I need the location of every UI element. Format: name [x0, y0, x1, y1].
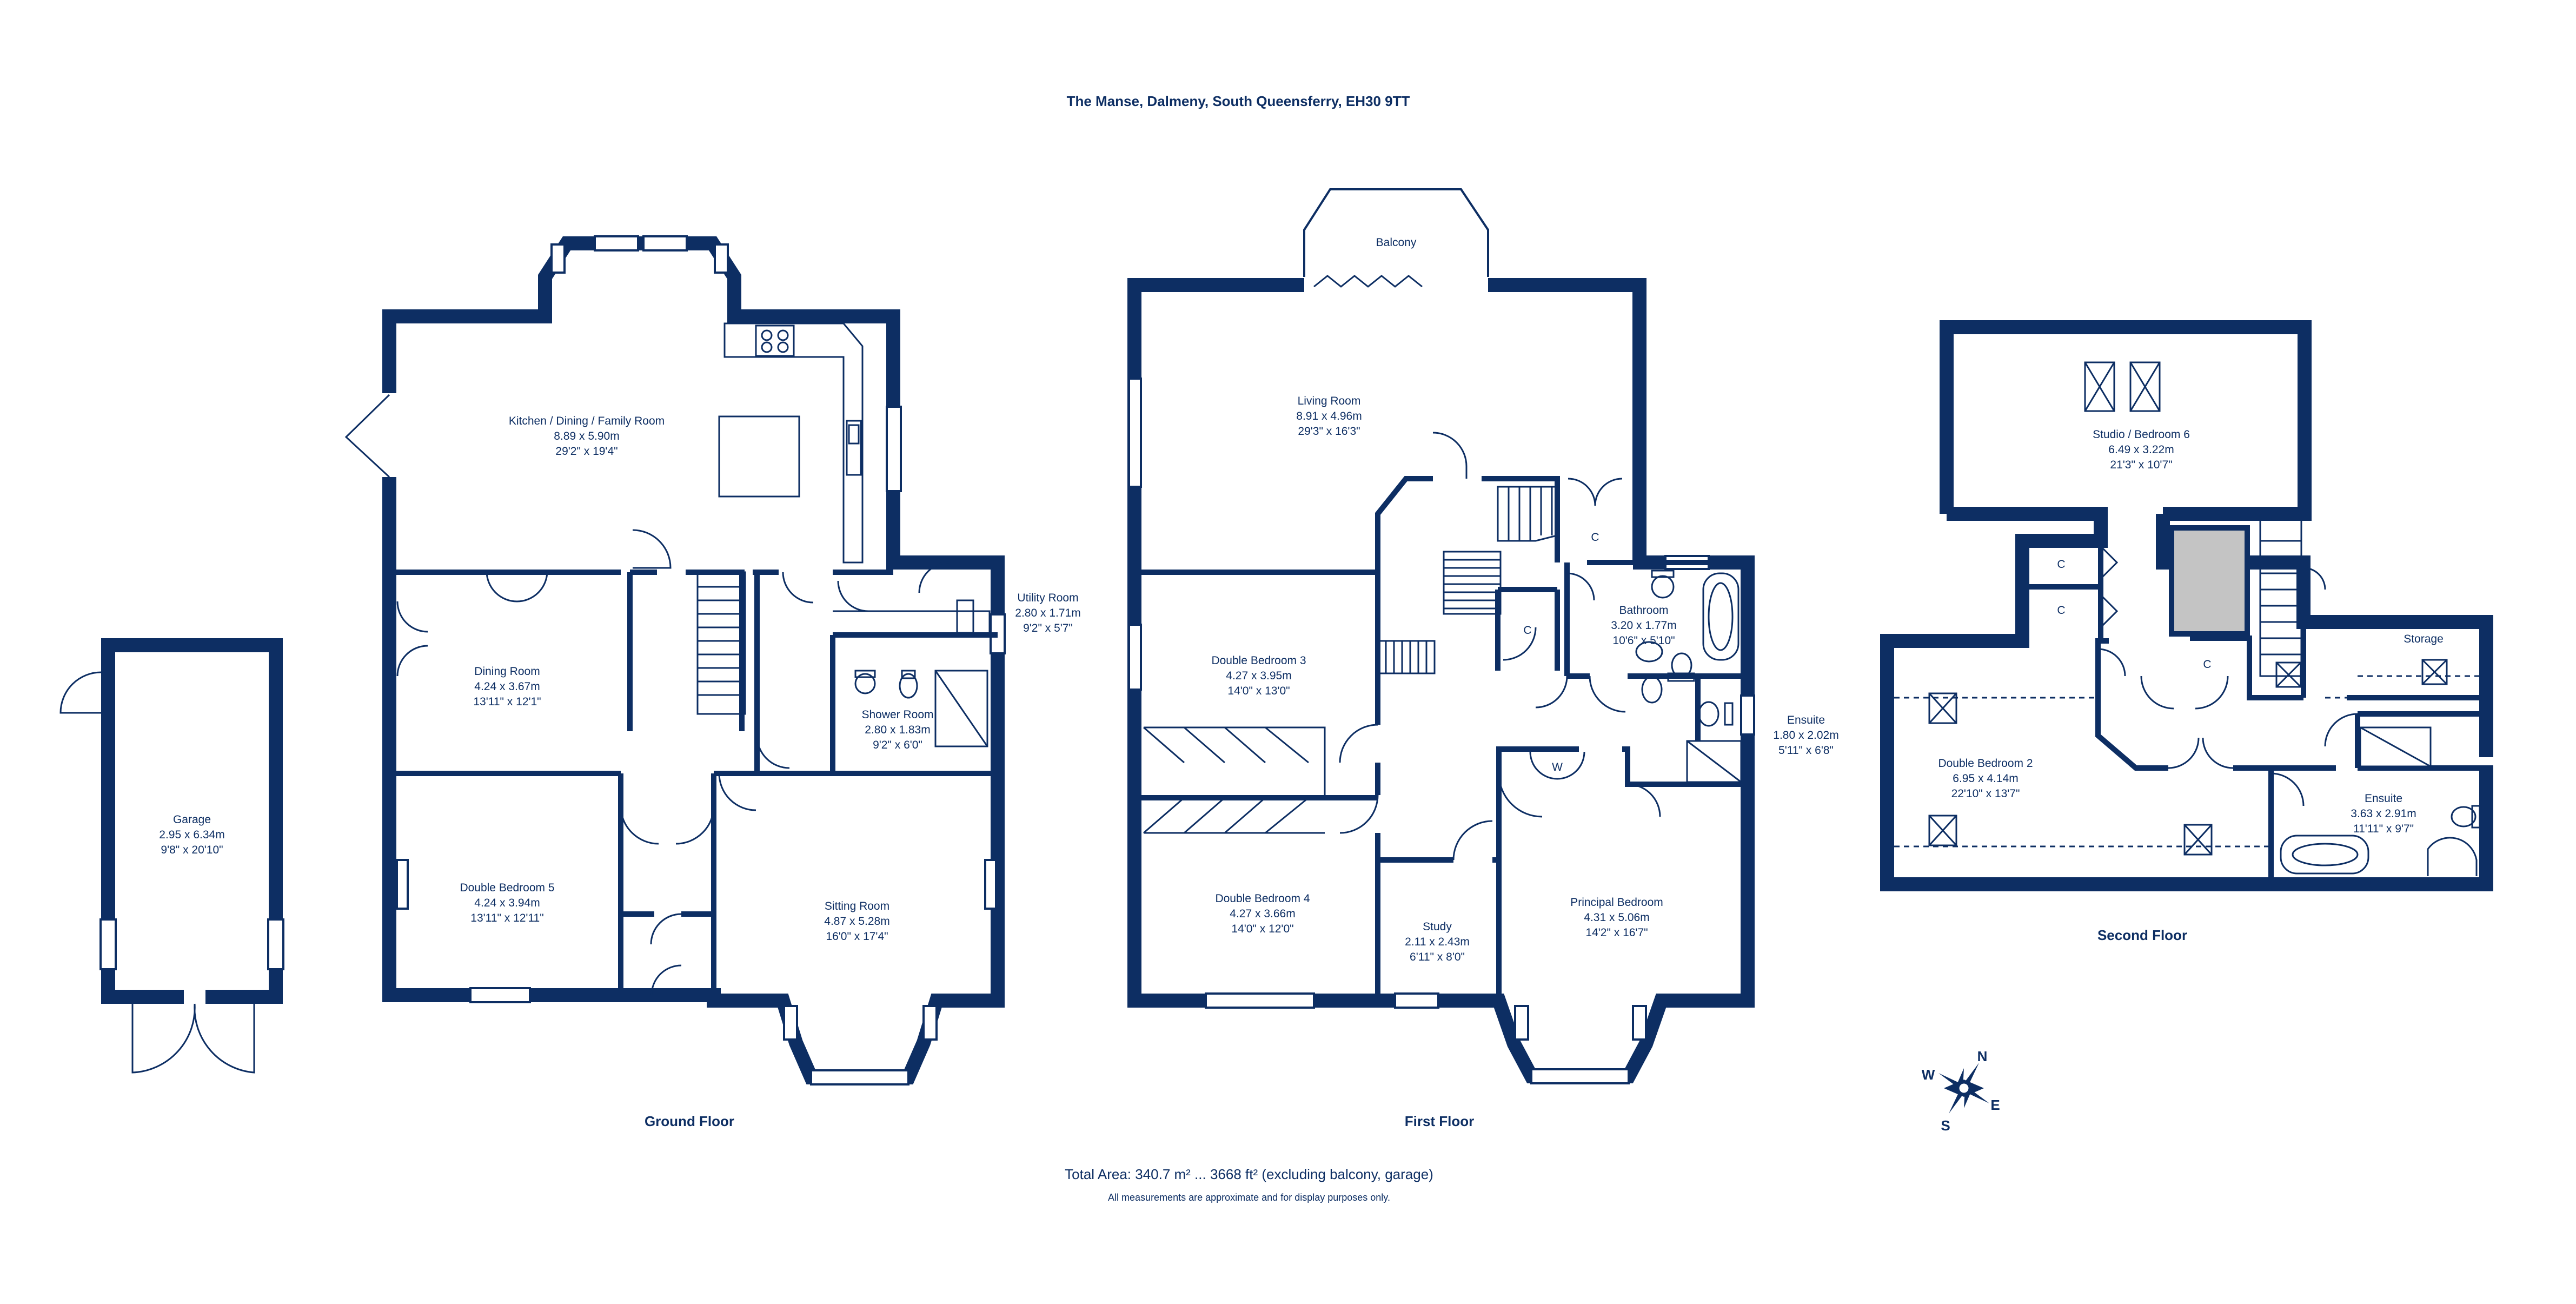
bathroom-metric: 3.20 x 1.77m — [1611, 619, 1676, 632]
kitchen-metric: 8.89 x 5.90m — [554, 430, 619, 442]
second-floor-plan: Studio / Bedroom 6 6.49 x 3.22m 21'3" x … — [1880, 320, 2493, 943]
ground-floor-plan: Kitchen / Dining / Family Room 8.89 x 5.… — [344, 235, 1081, 1129]
living-imperial: 29'3" x 16'3" — [1298, 425, 1360, 438]
living-name: Living Room — [1298, 395, 1361, 407]
compass-s: S — [1941, 1117, 1950, 1134]
studio-metric: 6.49 x 3.22m — [2108, 444, 2174, 456]
ensuite1-metric: 1.80 x 2.02m — [1773, 729, 1838, 742]
sitting-imperial: 16'0" x 17'4" — [826, 930, 888, 943]
shower-metric: 2.80 x 1.83m — [865, 724, 930, 736]
cupboard-mark: C — [2057, 558, 2065, 571]
first-floor-plan: Balcony Living Room 8.91 x 4.96m 29'3" x… — [1127, 188, 1839, 1129]
skylight — [1928, 361, 2448, 856]
compass-n: N — [1977, 1048, 1988, 1064]
sitting-name: Sitting Room — [825, 900, 889, 912]
compass-e: E — [1990, 1097, 2000, 1113]
cupboard-mark: C — [1523, 624, 1531, 637]
studio-name: Studio / Bedroom 6 — [2093, 428, 2190, 441]
kitchen-name: Kitchen / Dining / Family Room — [509, 415, 665, 427]
wardrobe-mark: W — [1552, 761, 1563, 773]
bed3-name: Double Bedroom 3 — [1211, 654, 1306, 667]
total-area: Total Area: 340.7 m² ... 3668 ft² (exclu… — [1065, 1166, 1433, 1182]
principal-name: Principal Bedroom — [1570, 896, 1663, 909]
compass-icon: N E S W — [1922, 1048, 2000, 1134]
shower-imperial: 9'2" x 6'0" — [873, 739, 922, 751]
utility-metric: 2.80 x 1.71m — [1015, 607, 1080, 619]
ensuite2-name: Ensuite — [2365, 792, 2402, 805]
cupboard-mark: C — [2203, 658, 2211, 671]
first-floor-label: First Floor — [1405, 1113, 1475, 1129]
property-title: The Manse, Dalmeny, South Queensferry, E… — [1067, 93, 1410, 109]
cupboard-mark: C — [2057, 604, 2065, 617]
shower-name: Shower Room — [861, 709, 933, 721]
bed4-name: Double Bedroom 4 — [1215, 892, 1310, 905]
storage-name: Storage — [2404, 633, 2444, 645]
bed2-metric: 6.95 x 4.14m — [1953, 772, 2018, 785]
stair-void — [2169, 525, 2250, 637]
ensuite2-imperial: 11'11" x 9'7" — [2353, 823, 2414, 835]
bed2-name: Double Bedroom 2 — [1938, 757, 2033, 770]
principal-imperial: 14'2" x 16'7" — [1585, 926, 1648, 939]
balcony-name: Balcony — [1376, 236, 1417, 249]
dining-name: Dining Room — [474, 665, 540, 678]
ensuite2-metric: 3.63 x 2.91m — [2351, 807, 2416, 820]
sitting-metric: 4.87 x 5.28m — [824, 915, 889, 928]
bed2-imperial: 22'10" x 13'7" — [1951, 787, 2020, 800]
bathroom-name: Bathroom — [1619, 604, 1668, 617]
studio-imperial: 21'3" x 10'7" — [2110, 459, 2172, 471]
garage-name: Garage — [173, 813, 211, 826]
bed5-name: Double Bedroom 5 — [460, 882, 554, 894]
second-floor-label: Second Floor — [2097, 927, 2187, 943]
study-name: Study — [1423, 921, 1452, 933]
utility-name: Utility Room — [1017, 592, 1078, 604]
disclaimer: All measurements are approximate and for… — [1108, 1192, 1390, 1203]
compass-w: W — [1922, 1067, 1935, 1083]
ensuite1-name: Ensuite — [1787, 714, 1825, 726]
bed3-metric: 4.27 x 3.95m — [1226, 670, 1291, 682]
dining-imperial: 13'11" x 12'1" — [473, 696, 541, 708]
living-metric: 8.91 x 4.96m — [1296, 410, 1362, 422]
bed4-metric: 4.27 x 3.66m — [1230, 908, 1295, 920]
garage: Garage 2.95 x 6.34m 9'8" x 20'10" — [59, 638, 284, 1074]
bathroom-imperial: 10'6" x 5'10" — [1612, 634, 1675, 647]
garage-metric: 2.95 x 6.34m — [159, 829, 224, 841]
study-imperial: 6'11" x 8'0" — [1410, 951, 1465, 963]
bed5-imperial: 13'11" x 12'11" — [470, 912, 543, 924]
utility-imperial: 9'2" x 5'7" — [1023, 622, 1073, 634]
bed3-imperial: 14'0" x 13'0" — [1227, 685, 1290, 697]
study-metric: 2.11 x 2.43m — [1405, 936, 1470, 948]
bed5-metric: 4.24 x 3.94m — [474, 897, 540, 909]
ground-floor-label: Ground Floor — [645, 1113, 734, 1129]
kitchen-imperial: 29'2" x 19'4" — [555, 445, 618, 458]
dining-metric: 4.24 x 3.67m — [474, 680, 540, 693]
cupboard-mark: C — [1591, 531, 1599, 544]
bed4-imperial: 14'0" x 12'0" — [1231, 923, 1293, 935]
ensuite1-imperial: 5'11" x 6'8" — [1778, 744, 1834, 757]
principal-metric: 4.31 x 5.06m — [1584, 911, 1649, 924]
garage-imperial: 9'8" x 20'10" — [161, 844, 223, 856]
